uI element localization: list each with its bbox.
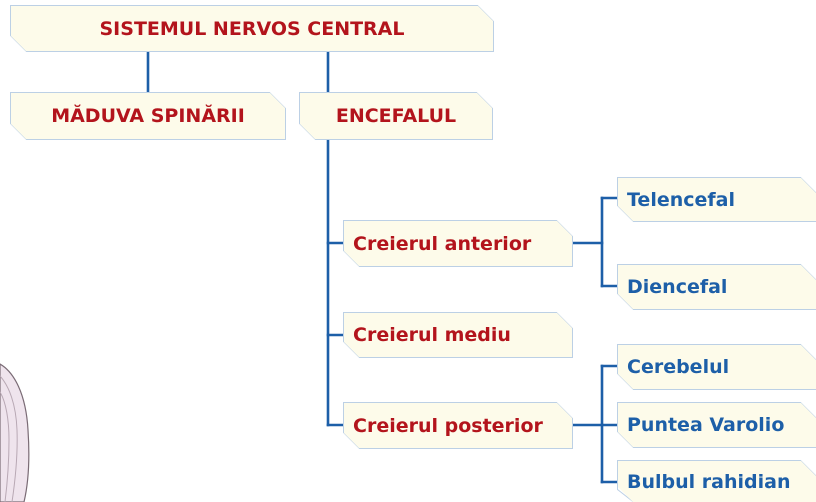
box-outlines xyxy=(10,5,816,502)
node-medulla-oblongata: Bulbul rahidian xyxy=(618,461,816,502)
node-spinal-cord: MĂDUVA SPINĂRII xyxy=(11,93,285,139)
node-cerebellum: Cerebelul xyxy=(618,345,816,389)
connector-lines xyxy=(146,49,619,484)
node-midbrain: Creierul mediu xyxy=(344,313,572,357)
node-telencephalon: Telencefal xyxy=(618,178,816,221)
node-pons: Puntea Varolio xyxy=(618,403,816,447)
node-hindbrain: Creierul posterior xyxy=(344,403,572,448)
brain-illustration-fragment xyxy=(0,363,30,502)
node-diencephalon: Diencefal xyxy=(618,265,816,309)
node-forebrain: Creierul anterior xyxy=(344,221,572,266)
node-central-nervous-system: SISTEMUL NERVOS CENTRAL xyxy=(11,6,493,51)
node-encephalon: ENCEFALUL xyxy=(300,93,492,139)
